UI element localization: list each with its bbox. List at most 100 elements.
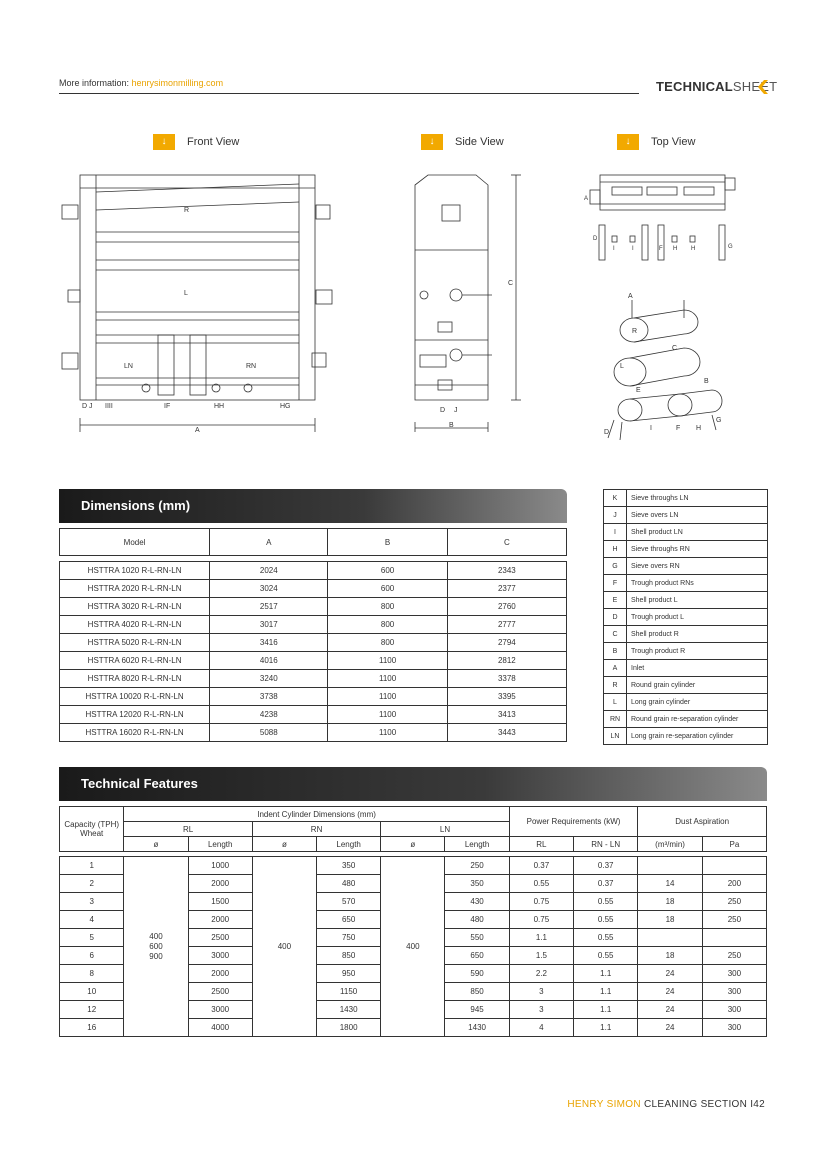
legend-key: A	[603, 659, 627, 677]
legend-key: RN	[603, 710, 627, 728]
dim-cell-b: 1100	[327, 723, 448, 742]
tf-cell-rn-length: 480	[315, 874, 382, 893]
dim-cell-c: 2812	[446, 651, 568, 670]
dim-cell-a: 3240	[209, 669, 329, 688]
tf-cell-power-rn-ln: 1.1	[573, 1000, 639, 1019]
top-view-arrow-icon: ↓	[617, 134, 639, 150]
website-link[interactable]: henrysimonmilling.com	[131, 78, 224, 88]
technical-features-section-bar: Technical Features	[59, 767, 767, 801]
tf-cell-power-rl: 0.37	[508, 856, 575, 875]
tf-cell-power-rn-ln: 0.37	[573, 856, 639, 875]
tf-cell-capacity: 16	[58, 1018, 125, 1037]
legend-key: L	[603, 693, 627, 711]
dim-cell-model: HSTTRA 1020 R-L-RN-LN	[58, 561, 211, 580]
front-label-d: D	[82, 403, 87, 410]
technical-sheet-title: TECHNICALSHEET	[656, 79, 777, 94]
legend-description: Long grain cylinder	[626, 693, 768, 711]
chevron-logo-icon	[758, 80, 768, 94]
schematic-label-e: E	[636, 387, 641, 394]
tf-cell-dust-pa: 250	[701, 946, 768, 965]
legend-key: E	[603, 591, 627, 609]
tf-cell-dust-pa	[701, 856, 768, 875]
tf-cell-ln-length: 1430	[444, 1018, 510, 1037]
tf-cell-rn-length: 850	[315, 946, 382, 965]
legend-description: Shell product L	[626, 591, 768, 609]
tf-cell-dust-flow	[637, 928, 703, 947]
schematic-label-b: B	[704, 378, 709, 385]
dim-header-c: C	[446, 528, 568, 556]
tf-sub-rn-dia: ø	[251, 836, 317, 852]
dim-cell-a: 5088	[209, 723, 329, 742]
front-label-a: A	[195, 427, 200, 434]
legend-key: G	[603, 557, 627, 575]
tf-cell-capacity: 12	[58, 1000, 125, 1019]
tf-sub-dust-flow: (m³/min)	[637, 836, 703, 852]
tf-cell-dust-flow: 18	[637, 892, 703, 911]
footer-section: CLEANING SECTION I42	[640, 1099, 765, 1110]
tf-cell-ln-length: 590	[444, 964, 510, 983]
tf-sub-ln-length: Length	[444, 836, 510, 852]
tf-header-row-3: ø Length ø Length ø Length RL RN - LN (m…	[60, 836, 768, 852]
dim-cell-b: 800	[327, 615, 448, 634]
dim-cell-b: 1100	[327, 687, 448, 706]
front-view-arrow-icon: ↓	[153, 134, 175, 150]
top-label-d: D	[593, 236, 598, 242]
tf-cell-power-rn-ln: 0.37	[573, 874, 639, 893]
tf-group-rl: RL	[123, 821, 253, 837]
legend-key: C	[603, 625, 627, 643]
tf-cell-capacity: 4	[58, 910, 125, 929]
top-view-label: Top View	[651, 136, 696, 148]
tf-cell-rl-length: 2500	[187, 928, 253, 947]
top-label-i1: I	[613, 246, 615, 252]
tf-cell-rn-length: 1430	[315, 1000, 382, 1019]
dim-header-b: B	[327, 528, 448, 556]
front-label-hg: HG	[280, 403, 291, 410]
tf-cell-ln-length: 480	[444, 910, 510, 929]
technical-features-title: Technical Features	[81, 776, 198, 791]
tf-cell-power-rn-ln: 0.55	[573, 910, 639, 929]
tf-sub-rl-length: Length	[187, 836, 253, 852]
tf-cell-rn-length: 1800	[315, 1018, 382, 1037]
legend-description: Trough product R	[626, 642, 768, 660]
dim-cell-c: 3413	[446, 705, 568, 724]
front-label-ln: LN	[124, 363, 133, 370]
top-label-g: G	[728, 244, 733, 250]
top-label-h1: H	[673, 246, 677, 252]
tf-cell-rl-length: 3000	[187, 1000, 253, 1019]
legend-description: Trough product RNs	[626, 574, 768, 592]
legend-description: Long grain re-separation cylinder	[626, 727, 768, 745]
tf-cell-ln-length: 250	[444, 856, 510, 875]
dim-cell-b: 1100	[327, 669, 448, 688]
tf-cell-dust-flow: 14	[637, 874, 703, 893]
tf-cell-ln-length: 430	[444, 892, 510, 911]
dim-cell-a: 4016	[209, 651, 329, 670]
dim-cell-c: 3378	[446, 669, 568, 688]
tf-sub-power-rn-ln: RN - LN	[573, 836, 639, 852]
tf-header-row-1: Capacity (TPH) Wheat Indent Cylinder Dim…	[58, 806, 767, 852]
tf-cell-rl-length: 2000	[187, 964, 253, 983]
top-label-a: A	[584, 196, 588, 202]
legend-description: Sieve overs LN	[626, 506, 768, 524]
front-label-iiii: IIII	[105, 403, 113, 410]
legend-description: Shell product R	[626, 625, 768, 643]
tf-cell-dust-flow: 18	[637, 910, 703, 929]
tf-cell-power-rl: 0.75	[508, 892, 575, 911]
tf-cell-rl-length: 2500	[187, 982, 253, 1001]
tf-sub-power-rl: RL	[508, 836, 575, 852]
dim-cell-b: 800	[327, 633, 448, 652]
tf-cell-power-rl: 1.5	[508, 946, 575, 965]
side-view-label: Side View	[455, 136, 504, 148]
